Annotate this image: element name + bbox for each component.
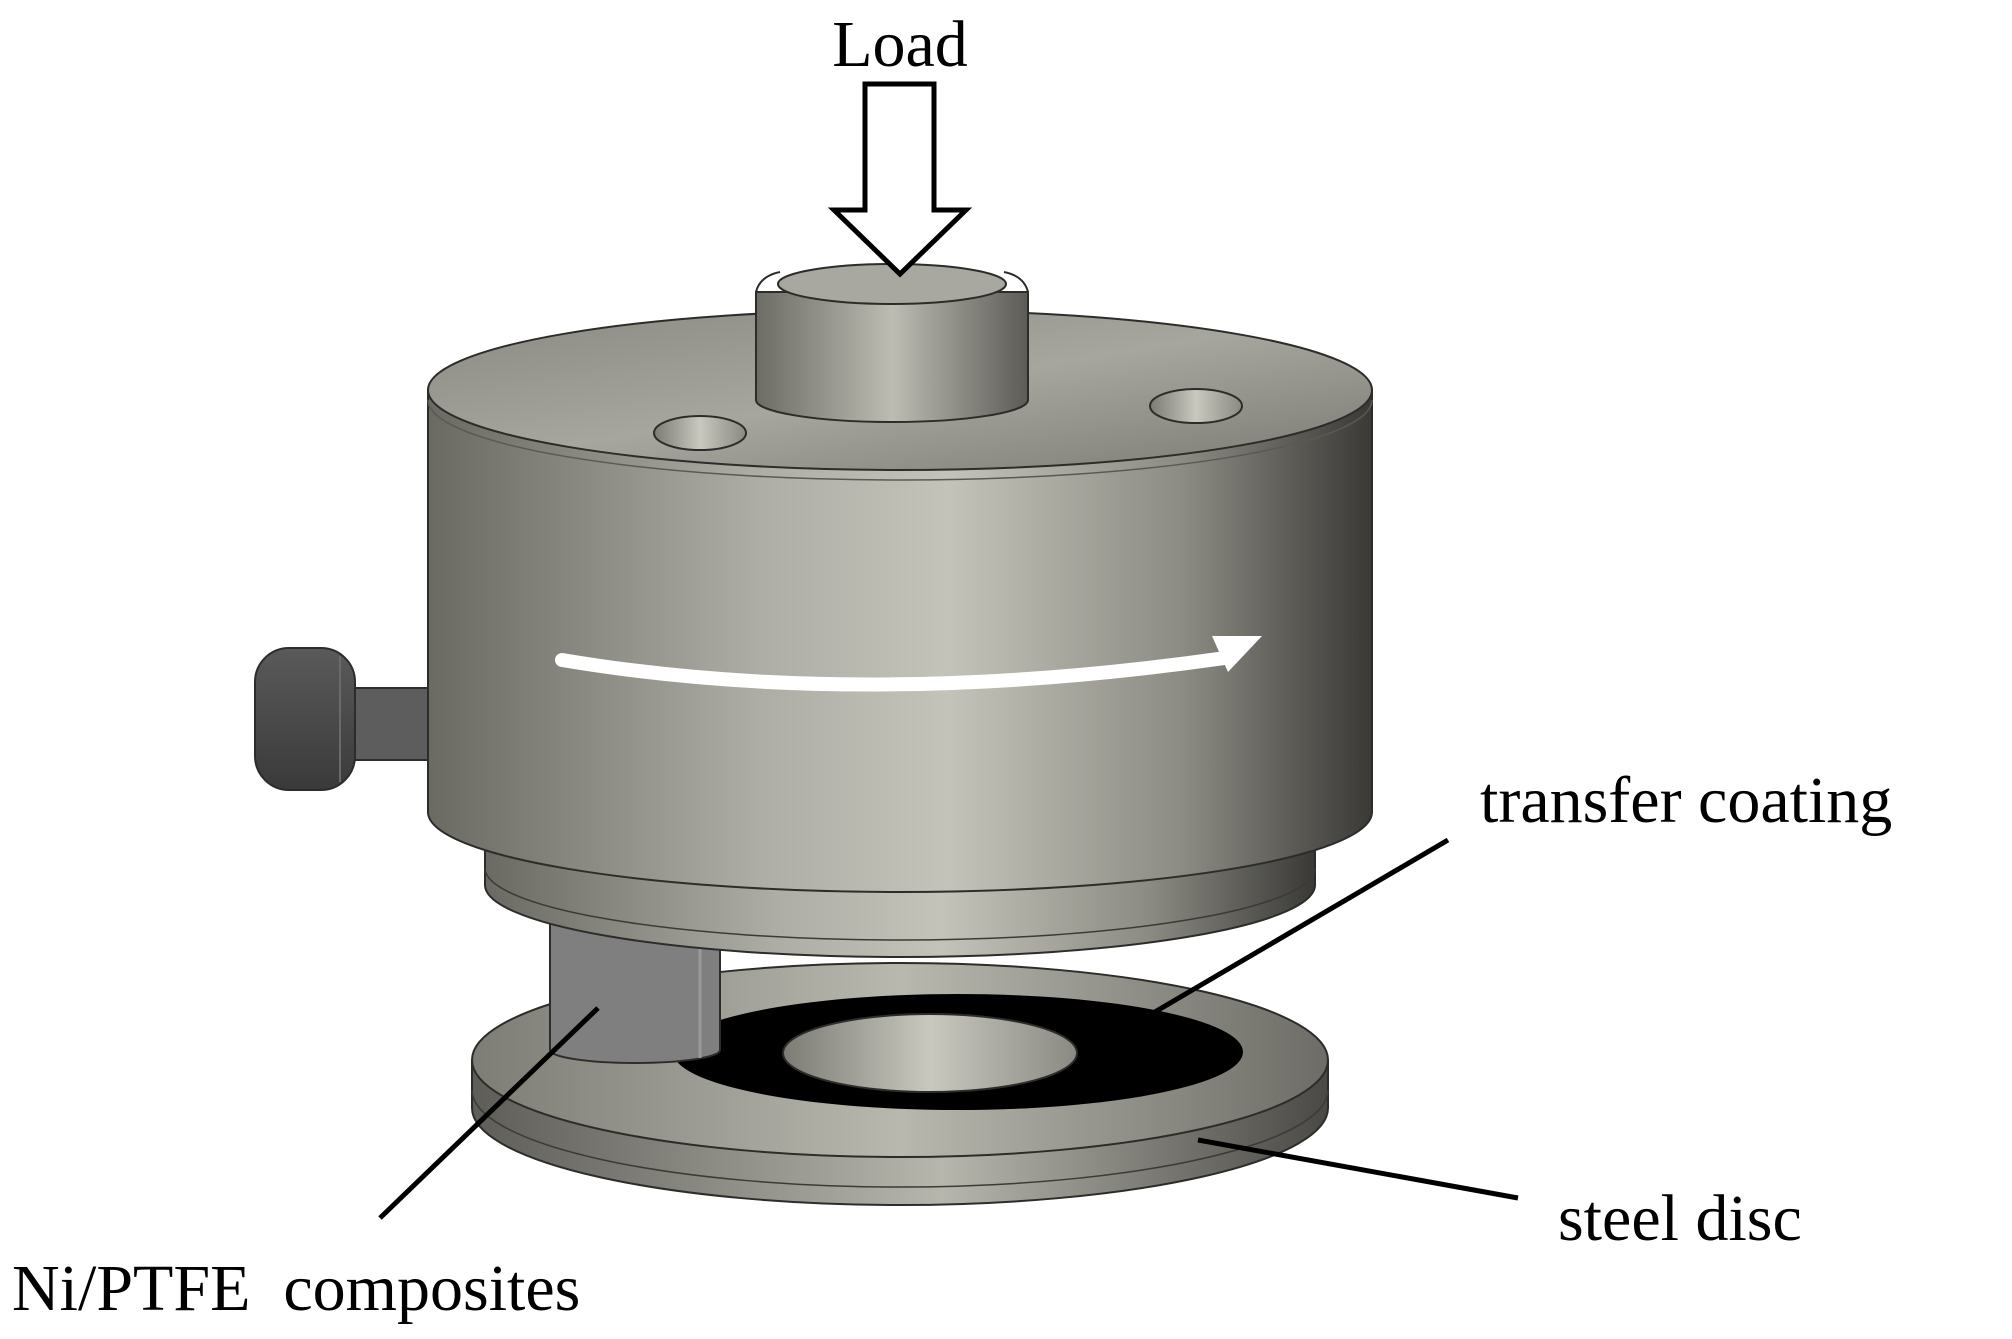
transfer-coating-label: transfer coating [1480,764,1892,837]
steel-disc-label: steel disc [1558,1182,1802,1255]
holder-neck [755,263,1029,423]
steel-disc-edge-line [471,1089,1329,1188]
load-label: Load [832,8,968,81]
rotation-arrow-shaft [555,651,1232,692]
holder-neck-top [777,263,1007,305]
load-arrow [827,81,973,278]
holder-neck-side [755,291,1029,423]
composites-label: Ni/PTFE composites [12,1252,580,1325]
holder-body-side [427,389,1373,893]
rotation-arrow-head [1212,636,1262,672]
holder-body-top-edge [427,399,1373,481]
load-arrow-icon [827,81,973,278]
mounting-hole-right [1149,388,1243,424]
leader-line-composites [378,1006,600,1220]
side-knob-head [254,647,356,791]
mounting-hole-left [653,415,747,451]
holder-neck-chamfer [755,271,1029,293]
rotation-arrow [555,636,1262,692]
holder-lower-ring-line [484,867,1316,941]
steel-disc-hole [782,1013,1078,1093]
side-knob [254,647,429,791]
leader-line-steel-disc [1197,1137,1519,1201]
leader-line-transfer-coating [1146,837,1450,1019]
